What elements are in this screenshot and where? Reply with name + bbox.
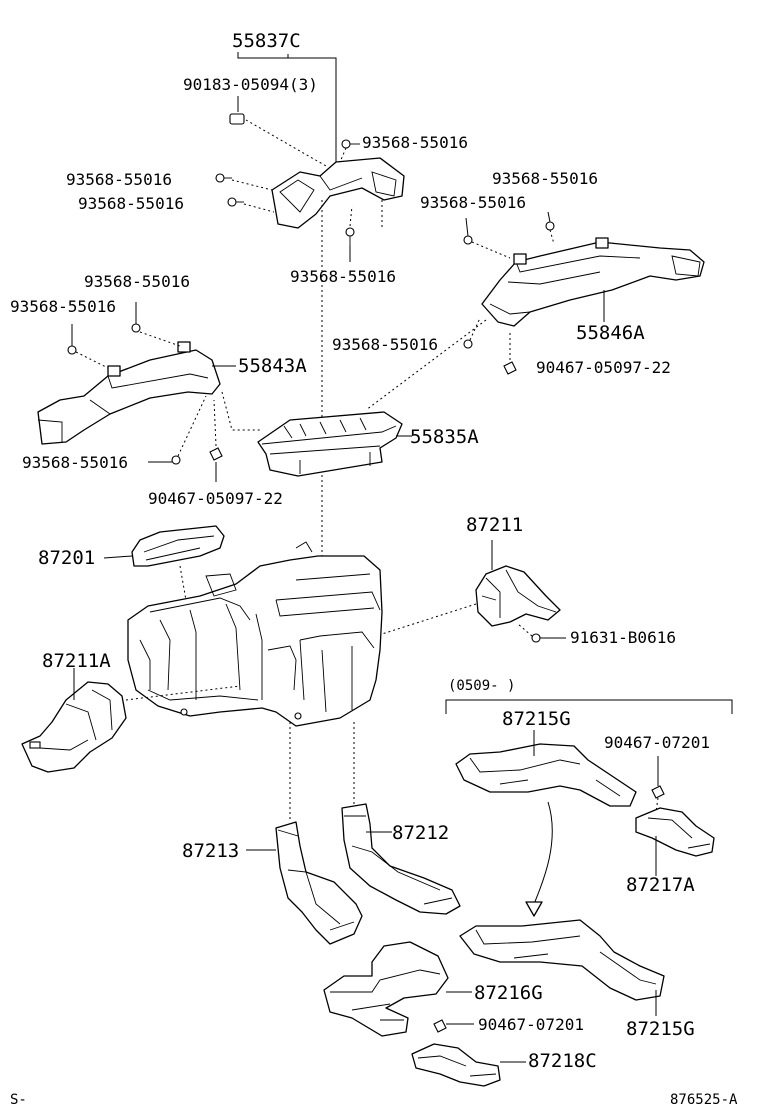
register-box-55835a	[257, 411, 403, 477]
label-93568-55016: 93568-55016	[66, 170, 172, 189]
label-87216g: 87216G	[474, 982, 543, 1004]
bolt-icon	[227, 197, 244, 207]
label-93568-55016: 93568-55016	[10, 297, 116, 316]
label-93568-55016: 93568-55016	[78, 194, 184, 213]
heater-unit-assembly	[127, 541, 383, 727]
bolt-icon	[345, 227, 355, 246]
label-87201: 87201	[38, 547, 96, 569]
label-93568-55016: 93568-55016	[362, 133, 468, 152]
duct-87215g-bottom	[459, 919, 665, 1001]
label-90467-07201: 90467-07201	[604, 733, 710, 752]
arrow-icon	[533, 801, 553, 905]
bolt-icon	[171, 455, 181, 465]
label-90467-07201: 90467-07201	[478, 1015, 584, 1034]
bolt-icon	[463, 339, 473, 349]
gasket-87201	[131, 525, 225, 567]
nut-icon	[209, 447, 223, 461]
duct-87217a	[635, 807, 715, 857]
label-93568-55016: 93568-55016	[420, 193, 526, 212]
left-duct-55843a	[37, 341, 221, 445]
footer-left-code: S-	[10, 1092, 27, 1108]
label-90467-05097-22: 90467-05097-22	[148, 489, 283, 508]
label-87217a: 87217A	[626, 874, 695, 896]
duct-87211a	[21, 681, 127, 773]
bolt-icon	[341, 139, 360, 149]
variant-bracket-label: (0509- )	[448, 678, 516, 694]
label-55846a: 55846A	[576, 322, 645, 344]
variant-bracket	[445, 699, 733, 714]
nut-icon	[651, 785, 665, 799]
label-87211a: 87211A	[42, 650, 111, 672]
label-55837c: 55837C	[232, 30, 301, 52]
label-87212: 87212	[392, 822, 450, 844]
label-93568-55016: 93568-55016	[84, 272, 190, 291]
label-91631-b0616: 91631-B0616	[570, 628, 676, 647]
label-90183-05094: 90183-05094(3)	[183, 75, 318, 94]
label-87215g: 87215G	[626, 1018, 695, 1040]
label-93568-55016: 93568-55016	[332, 335, 438, 354]
bolt-icon	[545, 221, 555, 231]
duct-87211	[475, 565, 561, 627]
bolt-icon	[215, 173, 232, 183]
leader-55837c	[237, 52, 337, 162]
label-87211: 87211	[466, 514, 524, 536]
clip-icon	[229, 113, 245, 125]
label-55835a: 55835A	[410, 426, 479, 448]
label-87218c: 87218C	[528, 1050, 597, 1072]
right-duct-55846a	[481, 237, 705, 327]
label-87215g: 87215G	[502, 708, 571, 730]
label-55843a: 55843A	[238, 355, 307, 377]
label-93568-55016: 93568-55016	[290, 267, 396, 286]
diagram-id: 876525-A	[670, 1092, 738, 1108]
label-93568-55016: 93568-55016	[492, 169, 598, 188]
duct-87215g-top	[455, 743, 637, 807]
bolt-icon	[531, 633, 541, 643]
duct-87212	[341, 803, 461, 915]
nut-icon	[433, 1019, 447, 1033]
duct-87218c	[411, 1043, 501, 1087]
bolt-icon	[67, 345, 77, 355]
bolt-icon	[131, 323, 141, 333]
bolt-icon	[463, 235, 473, 245]
label-87213: 87213	[182, 840, 240, 862]
duct-87216g	[323, 941, 449, 1037]
center-duct-55837c	[271, 157, 405, 229]
label-90467-05097-22: 90467-05097-22	[536, 358, 671, 377]
label-93568-55016: 93568-55016	[22, 453, 128, 472]
duct-87213	[275, 821, 363, 945]
nut-icon	[503, 361, 517, 375]
